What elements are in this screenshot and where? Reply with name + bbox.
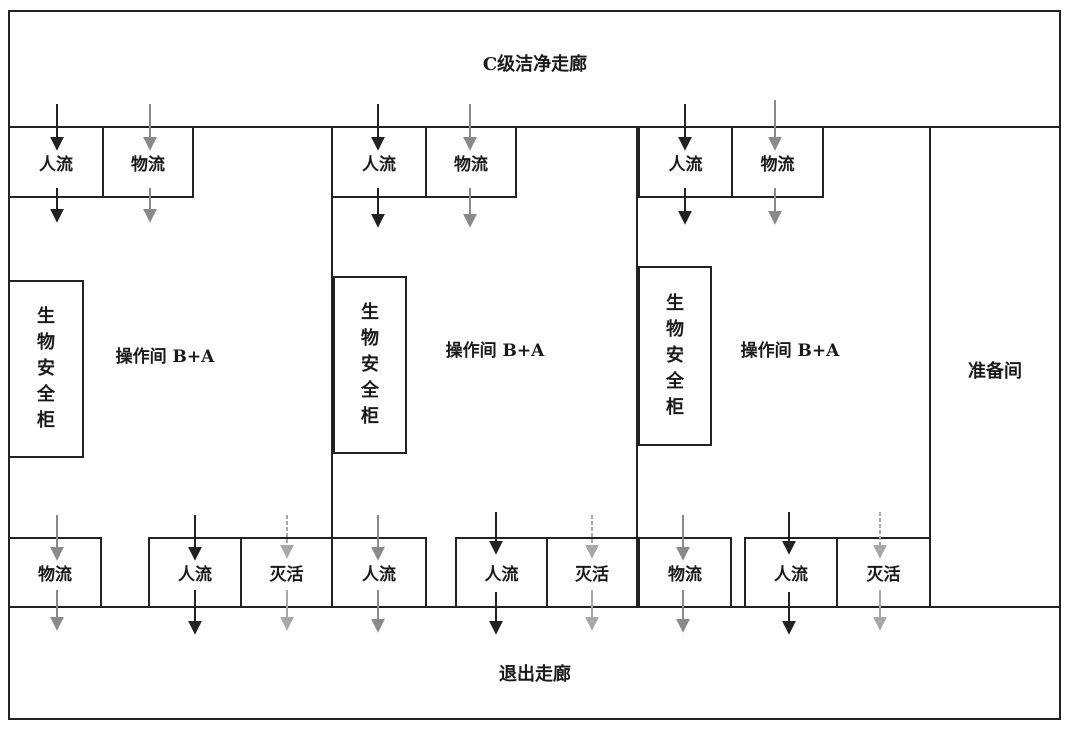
room1-cabinet-char: 安 xyxy=(37,358,55,379)
room3-cabinet-char: 生 xyxy=(666,293,684,314)
room2-operation-room-label: 操作间 B+A xyxy=(445,341,545,361)
room1-cabinet-char: 物 xyxy=(37,332,55,353)
corridor-bottom-label: 退出走廊 xyxy=(499,664,571,685)
room2-bottom-people-flow-label-b: 人流 xyxy=(484,565,519,585)
room-divider-1 xyxy=(331,126,333,608)
corridor-top-boundary xyxy=(8,126,1061,128)
room3-top-material-flow-label: 物流 xyxy=(760,154,795,175)
room2-top-people-flow-label: 人流 xyxy=(362,154,396,175)
room3-cabinet-char: 全 xyxy=(666,371,684,392)
room1-top-material-flow-cell: 物流 xyxy=(102,126,194,198)
room-divider-2 xyxy=(636,126,638,608)
room2-top-material-flow-label: 物流 xyxy=(454,154,488,175)
room3-cabinet-char: 物 xyxy=(666,319,684,340)
room2-bottom-people-flow-label-a: 人流 xyxy=(362,565,396,585)
room1-biosafety-cabinet: 生 物 安 全 柜 xyxy=(8,280,84,458)
room3-biosafety-cabinet: 生 物 安 全 柜 xyxy=(638,266,712,446)
room2-cabinet-char: 柜 xyxy=(361,406,379,427)
room2-cabinet-char: 物 xyxy=(361,328,379,349)
room1-cabinet-char: 全 xyxy=(37,384,55,405)
room2-cabinet-char: 生 xyxy=(361,302,379,323)
room3-cabinet-char: 安 xyxy=(666,345,684,366)
room1-cabinet-char: 柜 xyxy=(37,410,55,431)
room1-top-people-flow-label: 人流 xyxy=(39,154,73,175)
room2-cabinet-char: 全 xyxy=(361,380,379,401)
room-divider-3 xyxy=(929,126,931,608)
room3-top-people-flow-label: 人流 xyxy=(668,154,703,175)
room3-bottom-inactivation-label: 灭活 xyxy=(866,565,901,585)
room1-operation-room-label: 操作间 B+A xyxy=(115,347,215,367)
room3-operation-room-label: 操作间 B+A xyxy=(740,341,840,361)
room3-cabinet-char: 柜 xyxy=(666,397,684,418)
room2-bottom-inactivation-label: 灭活 xyxy=(575,565,609,585)
room3-bottom-material-flow-label: 物流 xyxy=(668,565,702,585)
room1-cabinet-char: 生 xyxy=(37,306,55,327)
room3-bottom-people-flow-label: 人流 xyxy=(774,565,808,585)
room1-top-material-flow-label: 物流 xyxy=(131,154,165,175)
corridor-top-label: C级洁净走廊 xyxy=(482,54,588,75)
room1-bottom-inactivation-label: 灭活 xyxy=(269,565,304,585)
room2-cabinet-char: 安 xyxy=(361,354,379,375)
room2-biosafety-cabinet: 生 物 安 全 柜 xyxy=(333,276,407,454)
prep-room-label: 准备间 xyxy=(968,361,1022,382)
room1-bottom-material-flow-label: 物流 xyxy=(38,565,72,585)
room1-bottom-people-flow-label: 人流 xyxy=(178,565,212,585)
